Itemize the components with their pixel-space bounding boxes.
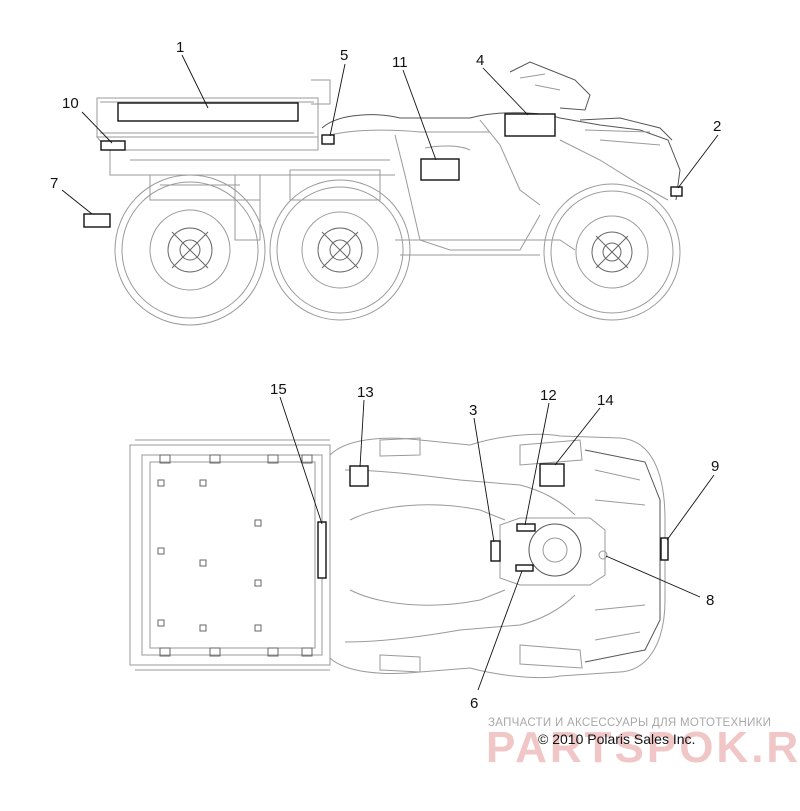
top-view-vehicle: [129, 433, 666, 679]
leader-11: [402, 69, 437, 161]
leader-15: [279, 396, 323, 525]
callout-13: 13: [357, 384, 374, 401]
callout-5: 5: [340, 47, 348, 64]
callout-2: 2: [713, 118, 721, 135]
callout-8: 8: [706, 592, 714, 609]
callout-11: 11: [392, 54, 408, 71]
leader-6: [477, 570, 523, 691]
decal-7: [83, 213, 111, 228]
side-view-vehicle: [95, 61, 681, 326]
callout-1: 1: [176, 39, 184, 56]
leader-1: [181, 54, 209, 109]
leader-4: [482, 67, 529, 116]
decal-14: [539, 463, 565, 487]
decal-5: [321, 134, 335, 145]
callout-14: 14: [597, 392, 614, 409]
callout-3: 3: [469, 402, 477, 419]
leader-7: [61, 189, 93, 215]
decal-15: [317, 521, 327, 579]
rear-wheel-2: [269, 179, 411, 321]
decal-13: [349, 465, 369, 487]
rear-wheel-1: [114, 174, 266, 326]
leader-8: [605, 555, 701, 598]
watermark-caption: ЗАПЧАСТИ И АКСЕССУАРЫ ДЛЯ МОТОТЕХНИКИ: [488, 717, 772, 729]
callout-12: 12: [540, 387, 557, 404]
decal-4: [504, 113, 556, 137]
leader-10: [81, 111, 113, 144]
decal-9: [660, 537, 669, 561]
callout-15: 15: [270, 381, 287, 398]
decal-3: [490, 540, 501, 562]
decal-10: [100, 140, 126, 151]
callout-4: 4: [476, 52, 484, 69]
leader-2: [677, 134, 719, 189]
decal-12: [516, 523, 536, 532]
leader-13: [359, 399, 365, 468]
leader-14: [554, 407, 601, 466]
front-wheel: [543, 183, 681, 321]
decal-1: [117, 102, 299, 122]
decal-11: [420, 158, 460, 181]
callout-9: 9: [711, 458, 719, 475]
decal-2: [670, 186, 683, 197]
leader-5: [329, 63, 346, 137]
leader-9: [666, 474, 715, 541]
copyright-notice: © 2010 Polaris Sales Inc.: [538, 731, 696, 747]
leader-3: [473, 417, 495, 543]
leader-12: [524, 402, 550, 526]
watermark-brand: PARTSPOK.RU: [486, 723, 800, 772]
decal-6: [515, 564, 534, 572]
callout-10: 10: [62, 95, 79, 112]
callout-7: 7: [50, 175, 58, 192]
callout-6: 6: [470, 695, 478, 712]
